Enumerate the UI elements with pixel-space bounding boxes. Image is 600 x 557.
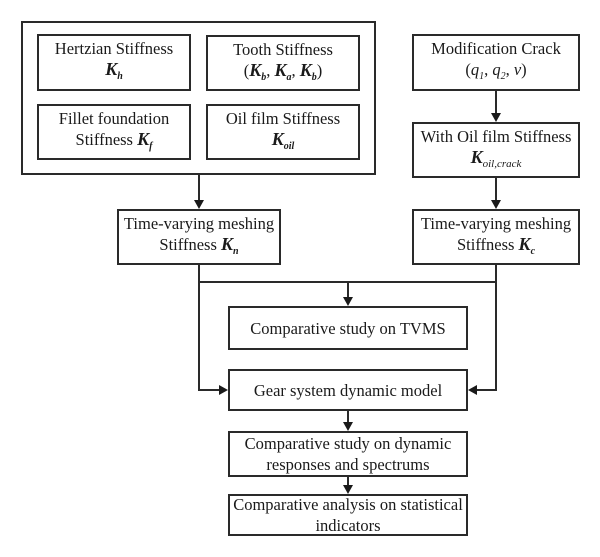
- modification-params: (q1, q2, ν): [465, 60, 527, 82]
- tooth-symbols: (Kb, Ka, Kb): [243, 59, 323, 83]
- connector-oilcrack-to-tvms-c: [495, 178, 497, 202]
- arrow-head: [343, 485, 353, 494]
- compare-stats-line2: indicators: [315, 516, 381, 535]
- connector-model-to-dynamic: [347, 411, 349, 423]
- connector-tvms-n-down: [198, 265, 200, 390]
- compare-tvms-box: Comparative study on TVMS: [228, 306, 468, 350]
- tvms-crack-box: Time-varying meshing Stiffness Kc: [412, 209, 580, 265]
- dynamic-model-box: Gear system dynamic model: [228, 369, 468, 411]
- arrow-head: [219, 385, 228, 395]
- oil-crack-symbol: Koil,crack: [470, 146, 522, 170]
- stiffness-group-frame: [21, 21, 376, 175]
- tvms-crack-symbol: Stiffness Kc: [456, 233, 536, 257]
- fillet-symbol: Stiffness Kf: [75, 128, 153, 152]
- compare-stats-box: Comparative analysis on statistical indi…: [228, 494, 468, 536]
- oil-crack-stiffness-box: With Oil film Stiffness Koil,crack: [412, 122, 580, 178]
- connector-left-into-model: [198, 389, 220, 391]
- fillet-label: Fillet foundation: [58, 108, 170, 128]
- arrow-head: [468, 385, 477, 395]
- compare-tvms-label: Comparative study on TVMS: [250, 318, 446, 338]
- fillet-foundation-box: Fillet foundation Stiffness Kf: [37, 104, 191, 160]
- connector-dynamic-to-stats: [347, 477, 349, 486]
- compare-dynamic-line1: Comparative study on dynamic: [244, 434, 452, 453]
- oil-symbol: Koil: [271, 128, 295, 152]
- tvms-normal-box: Time-varying meshing Stiffness Kn: [117, 209, 281, 265]
- tvms-crack-label: Time-varying meshing: [420, 213, 572, 233]
- tooth-label: Tooth Stiffness: [233, 39, 333, 59]
- connector-mod-to-oilcrack: [495, 91, 497, 115]
- connector-bus-to-compare: [347, 281, 349, 299]
- compare-dynamic-box: Comparative study on dynamic responses a…: [228, 431, 468, 477]
- arrow-head: [343, 297, 353, 306]
- arrow-head: [491, 113, 501, 122]
- hertzian-symbol: Kh: [105, 59, 123, 82]
- oil-film-stiffness-box: Oil film Stiffness Koil: [206, 104, 360, 160]
- connector-right-into-model: [476, 389, 497, 391]
- oil-crack-label: With Oil film Stiffness: [420, 126, 572, 146]
- tooth-stiffness-box: Tooth Stiffness (Kb, Ka, Kb): [206, 35, 360, 91]
- arrow-head: [343, 422, 353, 431]
- tvms-normal-symbol: Stiffness Kn: [159, 233, 239, 257]
- connector-group-to-tvms-n: [198, 175, 200, 202]
- arrow-head: [491, 200, 501, 209]
- modification-label: Modification Crack: [431, 39, 561, 58]
- connector-tvms-c-down: [495, 265, 497, 390]
- tvms-normal-label: Time-varying meshing: [123, 213, 275, 233]
- modification-crack-box: Modification Crack (q1, q2, ν): [412, 34, 580, 91]
- arrow-head: [194, 200, 204, 209]
- compare-dynamic-line2: responses and spectrums: [266, 455, 430, 474]
- hertzian-stiffness-box: Hertzian Stiffness Kh: [37, 34, 191, 91]
- hertzian-label: Hertzian Stiffness: [54, 39, 174, 58]
- compare-stats-line1: Comparative analysis on statistical: [233, 495, 463, 514]
- oil-label: Oil film Stiffness: [225, 108, 341, 128]
- dynamic-model-label: Gear system dynamic model: [253, 380, 443, 400]
